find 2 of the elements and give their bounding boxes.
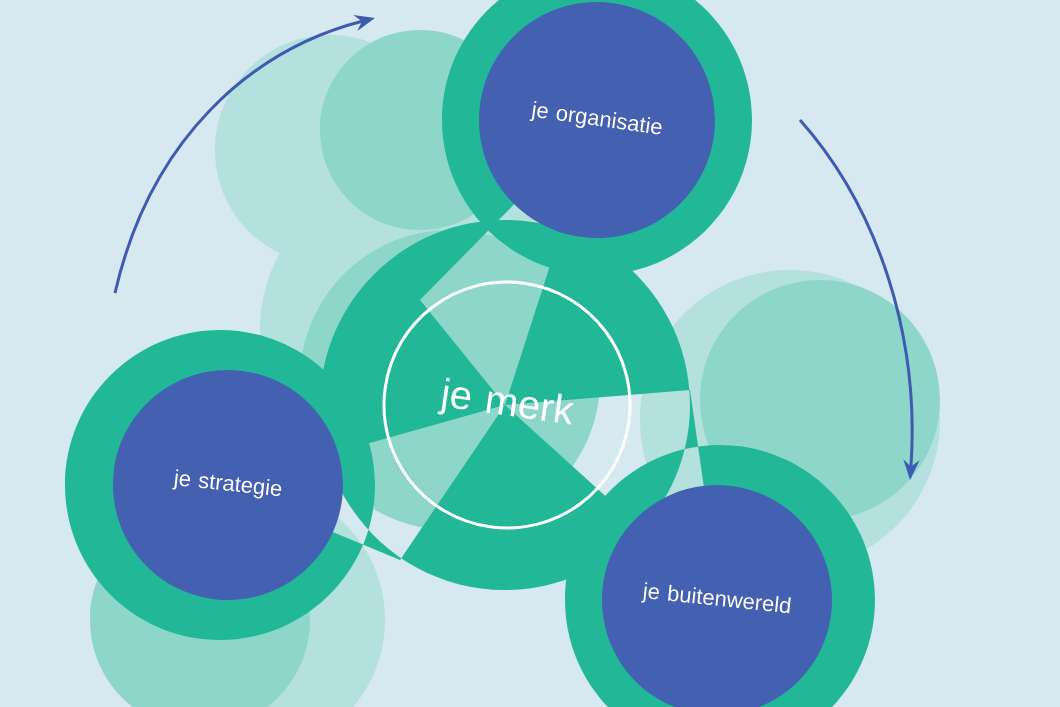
circle-node: je strategie [113,370,343,600]
circle-node: je organisatie [479,2,715,238]
